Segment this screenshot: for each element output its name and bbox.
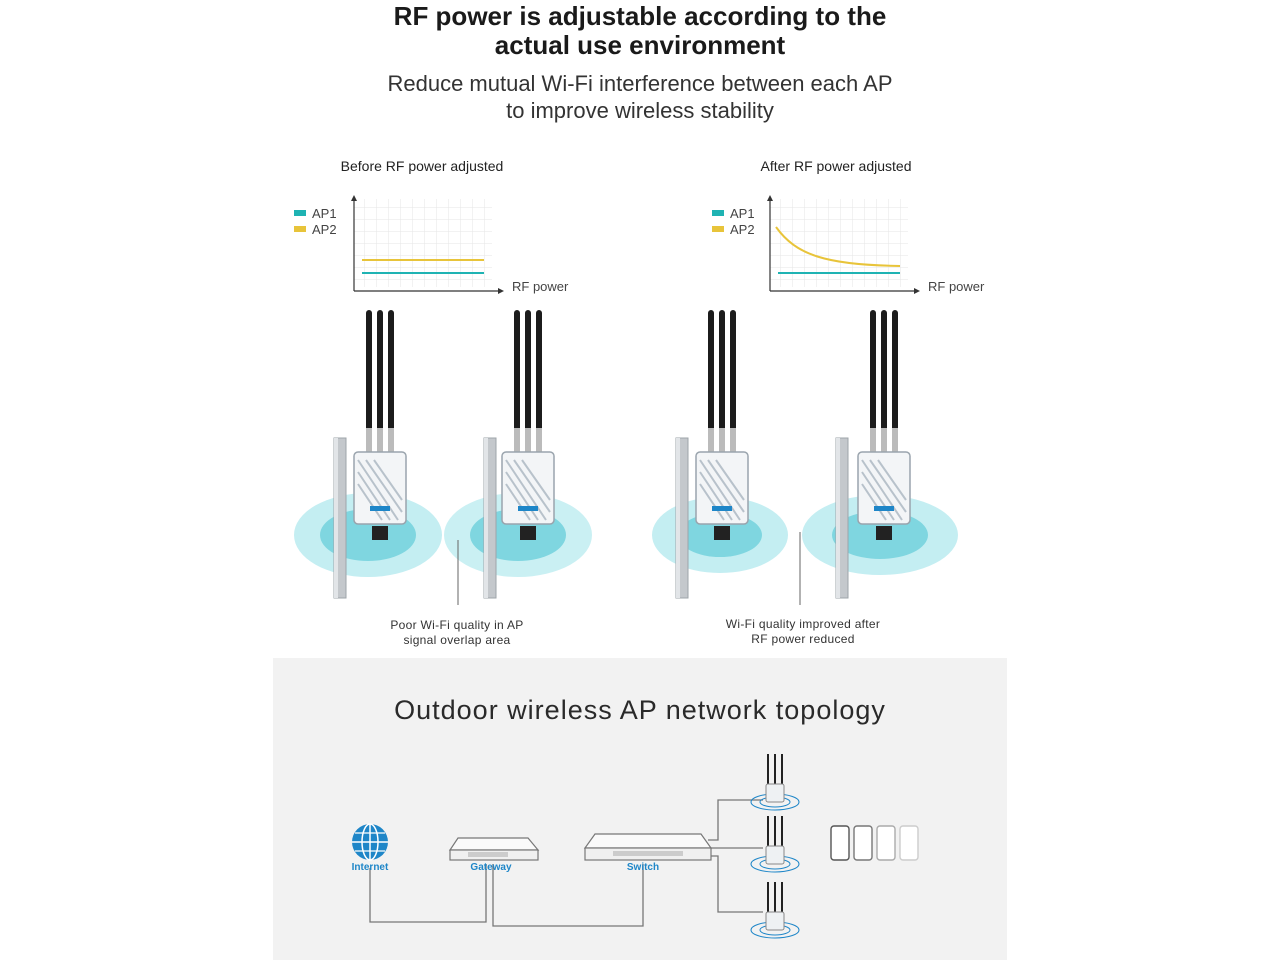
access-point-icon <box>750 754 800 811</box>
title-line-2: actual use environment <box>494 30 786 60</box>
legend-item-ap1: AP1 <box>294 205 337 221</box>
access-point-icon <box>501 309 555 541</box>
gateway-label: Gateway <box>470 862 512 873</box>
smartphone-icon <box>899 825 919 861</box>
after-note: Wi-Fi quality improved after RF power re… <box>703 617 903 647</box>
internet-label: Internet <box>351 862 389 873</box>
gateway-device-icon <box>448 837 540 861</box>
smartphone-icon <box>853 825 873 861</box>
cable <box>708 799 763 841</box>
note-line: signal overlap area <box>403 633 511 647</box>
globe-icon <box>352 823 388 861</box>
before-mini-graph <box>351 195 504 294</box>
ap2-curve <box>775 226 901 267</box>
access-point-icon <box>695 309 749 541</box>
access-point-icon <box>353 309 407 541</box>
pole <box>333 437 347 599</box>
before-note: Poor Wi-Fi quality in AP signal overlap … <box>357 618 557 648</box>
legend-label: AP2 <box>312 221 337 237</box>
access-point-icon <box>750 882 800 939</box>
access-point-icon <box>857 309 911 541</box>
smartphone-icon <box>876 825 896 861</box>
y-axis-arrow <box>767 195 773 201</box>
note-line: Poor Wi-Fi quality in AP <box>390 618 524 632</box>
after-axis-label: RF power <box>928 279 985 294</box>
x-axis-arrow <box>914 288 920 294</box>
smartphone-icon <box>830 825 850 861</box>
before-legend: AP1 AP2 <box>294 205 337 237</box>
subtitle-line-1: Reduce mutual Wi-Fi interference between… <box>387 71 893 96</box>
before-axis-label: RF power <box>512 279 569 294</box>
switch-device-icon <box>583 833 713 861</box>
before-caption: Before RF power adjusted <box>340 158 504 174</box>
cable <box>708 855 763 913</box>
cable <box>369 864 487 923</box>
note-line: RF power reduced <box>751 632 855 646</box>
pole <box>835 437 849 599</box>
legend-item-ap2: AP2 <box>294 221 337 237</box>
page-title: RF power is adjustable according to the … <box>0 2 1280 60</box>
ap1-swatch <box>294 210 306 216</box>
cable <box>492 864 644 927</box>
topology-diagram <box>352 754 919 939</box>
ap2-swatch <box>294 226 306 232</box>
note-line: Wi-Fi quality improved after <box>725 617 881 631</box>
topology-title: Outdoor wireless AP network topology <box>394 695 886 725</box>
pole <box>675 437 689 599</box>
pole <box>483 437 497 599</box>
switch-label: Switch <box>626 862 660 873</box>
ap1-swatch <box>712 210 724 216</box>
legend-item-ap1: AP1 <box>712 205 755 221</box>
access-point-icon <box>750 816 800 873</box>
x-axis-arrow <box>498 288 504 294</box>
after-mini-graph <box>767 195 920 294</box>
title-line-1: RF power is adjustable according to the <box>393 1 887 31</box>
y-axis-arrow <box>351 195 357 201</box>
legend-item-ap2: AP2 <box>712 221 755 237</box>
after-caption: After RF power adjusted <box>760 158 912 174</box>
ap-coverage-illustration <box>294 309 958 605</box>
legend-label: AP1 <box>730 205 755 221</box>
ap2-swatch <box>712 226 724 232</box>
page-subtitle: Reduce mutual Wi-Fi interference between… <box>0 70 1280 124</box>
after-legend: AP1 AP2 <box>712 205 755 237</box>
topology-panel <box>273 658 1007 960</box>
legend-label: AP1 <box>312 205 337 221</box>
subtitle-line-2: to improve wireless stability <box>506 98 774 123</box>
legend-label: AP2 <box>730 221 755 237</box>
